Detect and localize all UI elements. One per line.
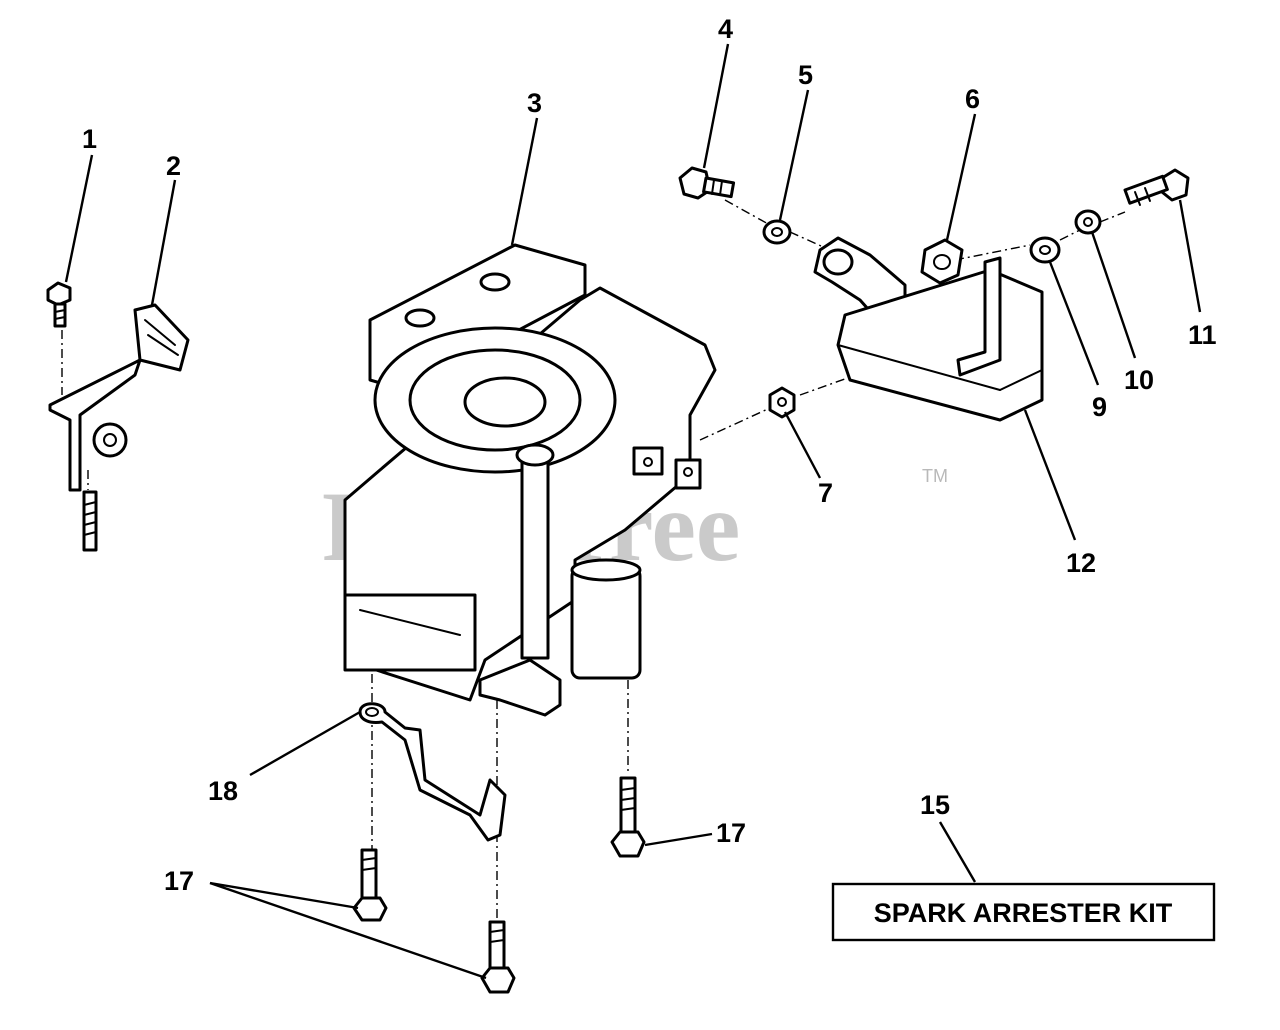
part-1-bolt [46,281,72,328]
callout-18: 18 [208,776,238,806]
callouts: 1 2 3 4 5 6 7 9 10 11 12 15 17 17 18 [82,14,1217,896]
leader-lines [64,43,1202,980]
callout-1: 1 [82,124,97,154]
spark-arrester-kit-box: SPARK ARRESTER KIT [831,882,1216,942]
part-17-bolt-right [610,776,646,858]
spark-arrester-kit-label: SPARK ARRESTER KIT [874,898,1173,928]
part-4-bolt [678,166,736,200]
part-2-throttle-bracket [48,303,190,552]
callout-6: 6 [965,84,980,114]
part-9-washer [1029,236,1061,264]
callout-15: 15 [920,790,950,820]
watermark-trademark: TM [922,466,948,486]
callout-7: 7 [818,478,833,508]
part-6-gasket [920,238,964,285]
part-11-bolt [1123,168,1190,206]
callout-10: 10 [1124,365,1154,395]
callout-17-left: 17 [164,866,194,896]
callout-12: 12 [1066,548,1096,578]
part-12-muffler [813,236,1044,422]
callout-17-right: 17 [716,818,746,848]
callout-2: 2 [166,151,181,181]
callout-3: 3 [527,88,542,118]
callout-4: 4 [718,14,733,44]
part-10-lock-washer [1074,209,1102,235]
part-7-nut [768,386,796,419]
part-3-engine [343,243,717,717]
callout-5: 5 [798,60,813,90]
part-17-bolt-center [352,848,388,922]
callout-11: 11 [1188,320,1217,350]
callout-9: 9 [1092,392,1107,422]
part-18-link [358,702,507,842]
part-5-washer [762,219,792,245]
part-17-bolt-lower [480,920,516,994]
